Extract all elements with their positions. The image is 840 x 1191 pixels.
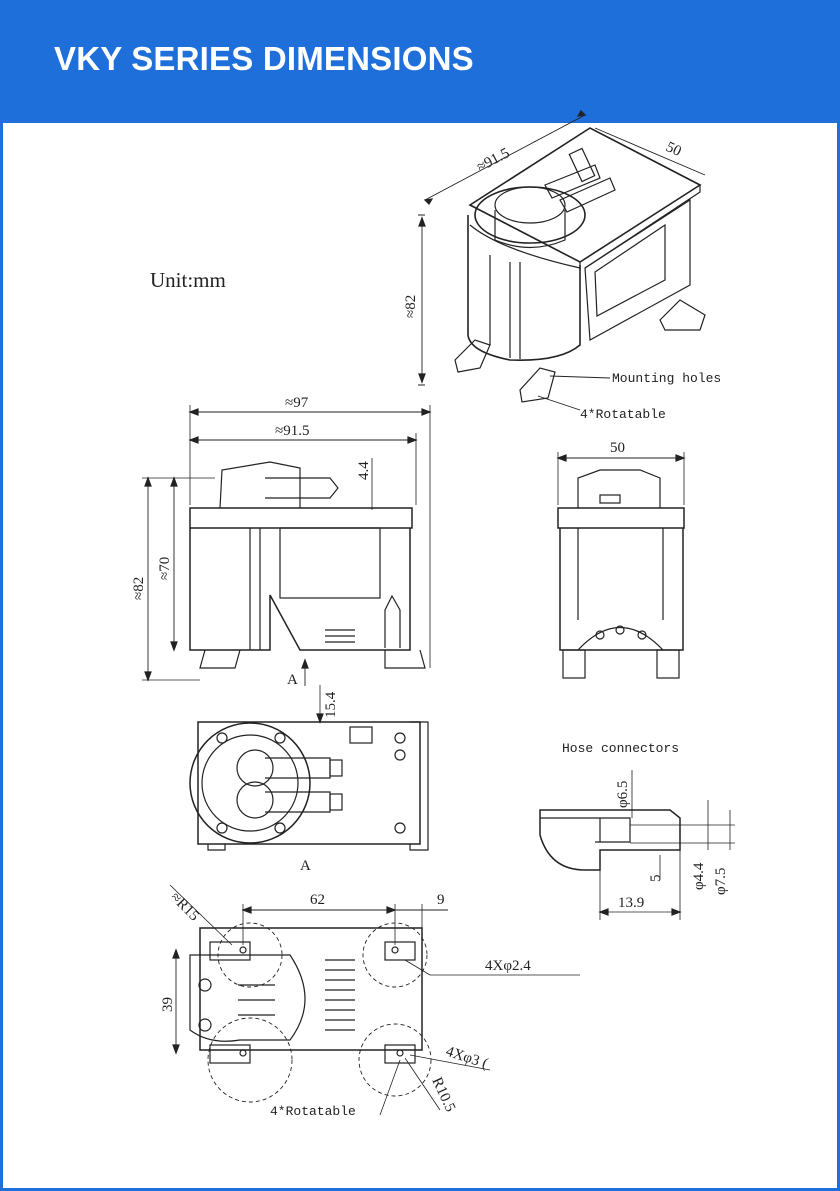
top-view	[189, 685, 429, 851]
mounting-holes-callout: Mounting holes	[612, 371, 721, 386]
bottom-edge-dim: 9	[437, 892, 445, 908]
hose-small-diameter: φ4.4	[691, 862, 707, 890]
bottom-radius-top-dim: ≈R15	[167, 890, 202, 925]
front-view	[142, 405, 432, 686]
iso-height-dim: ≈82	[403, 295, 419, 318]
unit-label: Unit:mm	[150, 268, 226, 292]
front-overall-width-dim: ≈97	[285, 395, 309, 411]
hose-inner-diameter: φ6.5	[615, 781, 631, 808]
hose-connector-detail	[539, 770, 735, 920]
hose-length-dim: 13.9	[618, 895, 644, 911]
iso-length-dim: ≈91.5	[474, 145, 512, 175]
title-banner: VKY SERIES DIMENSIONS	[0, 0, 840, 123]
hose-step-dim: 5	[648, 875, 664, 883]
bottom-height-dim: 39	[160, 997, 176, 1012]
iso-rotatable-callout: 4*Rotatable	[580, 407, 666, 422]
page-title: VKY SERIES DIMENSIONS	[54, 40, 474, 77]
front-nozzle-dim: 4.4	[356, 461, 372, 480]
bottom-large-holes-dim: 4Xφ3 (	[444, 1044, 490, 1073]
bottom-radius-dim: R10.5	[428, 1075, 458, 1115]
hose-outer-diameter: φ7.5	[713, 868, 729, 895]
front-overall-height-dim: ≈82	[131, 577, 147, 600]
bottom-small-holes-dim: 4Xφ2.4	[485, 958, 531, 974]
front-body-height-dim: ≈70	[157, 557, 173, 580]
iso-width-dim: 50	[663, 139, 683, 160]
front-section-mark: A	[287, 672, 298, 688]
bottom-spacing-dim: 62	[310, 892, 325, 908]
top-offset-dim: 15.4	[323, 691, 339, 718]
front-body-width-dim: ≈91.5	[275, 423, 309, 439]
top-section-mark: A	[300, 858, 311, 874]
isometric-view	[418, 110, 706, 411]
hose-connectors-title: Hose connectors	[562, 741, 679, 756]
side-view	[556, 452, 686, 679]
bottom-rotatable-callout: 4*Rotatable	[270, 1104, 356, 1119]
side-width-dim: 50	[610, 440, 625, 456]
bottom-view	[169, 884, 580, 1116]
